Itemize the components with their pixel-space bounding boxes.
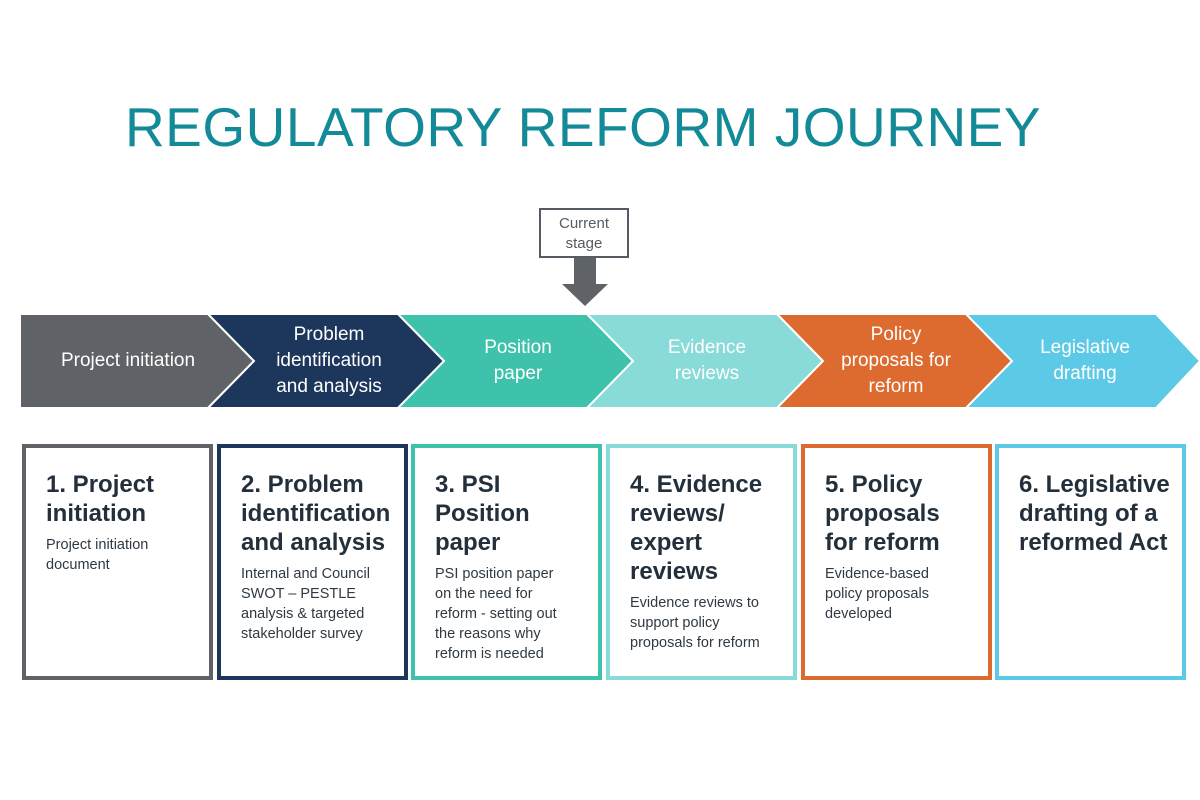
stage-label-2: Problem identification and analysis	[276, 324, 382, 397]
stage-chevron-3	[396, 314, 635, 408]
stage-card-title: 4. Evidence reviews/ expert reviews	[630, 471, 763, 585]
stage-card-title: 2. Problem identification and analysis	[241, 471, 391, 556]
stage-chevron-6	[964, 314, 1200, 408]
stage-label-5: Policy proposals for reform	[841, 324, 951, 397]
stage-card-title: 1. Project initiation	[46, 471, 155, 527]
stage-chevron-5	[775, 314, 1014, 408]
stage-label-1: Project initiation	[60, 350, 196, 371]
stage-card-description: Internal and Council SWOT – PESTLE analy…	[241, 566, 370, 642]
stage-label-4: Evidence reviews	[667, 337, 747, 384]
stage-card-description: PSI position paper on the need for refor…	[435, 566, 557, 662]
stage-card-title: 6. Legislative drafting of a reformed Ac…	[1019, 471, 1170, 556]
stage-card-6: 6. Legislative drafting of a reformed Ac…	[995, 444, 1186, 680]
stage-card-title: 3. PSI Position paper	[435, 471, 530, 556]
stage-label-3: Position paper	[484, 337, 552, 384]
stage-card-title: 5. Policy proposals for reform	[825, 471, 940, 556]
stage-card-description: Evidence-based policy proposals develope…	[825, 566, 929, 622]
stage-chevron-4	[585, 314, 825, 408]
down-arrow-icon	[562, 258, 608, 306]
stage-card-description: Evidence reviews to support policy propo…	[630, 595, 760, 651]
page-title: REGULATORY REFORM JOURNEY	[124, 96, 1042, 158]
current-stage-marker: Current stage	[539, 208, 629, 258]
stage-label-6: Legislative drafting	[1040, 337, 1130, 384]
stage-chevron-2	[206, 314, 446, 408]
stage-card-description: Project initiation document	[46, 537, 149, 573]
stage-chevron-bar	[19, 314, 1200, 408]
